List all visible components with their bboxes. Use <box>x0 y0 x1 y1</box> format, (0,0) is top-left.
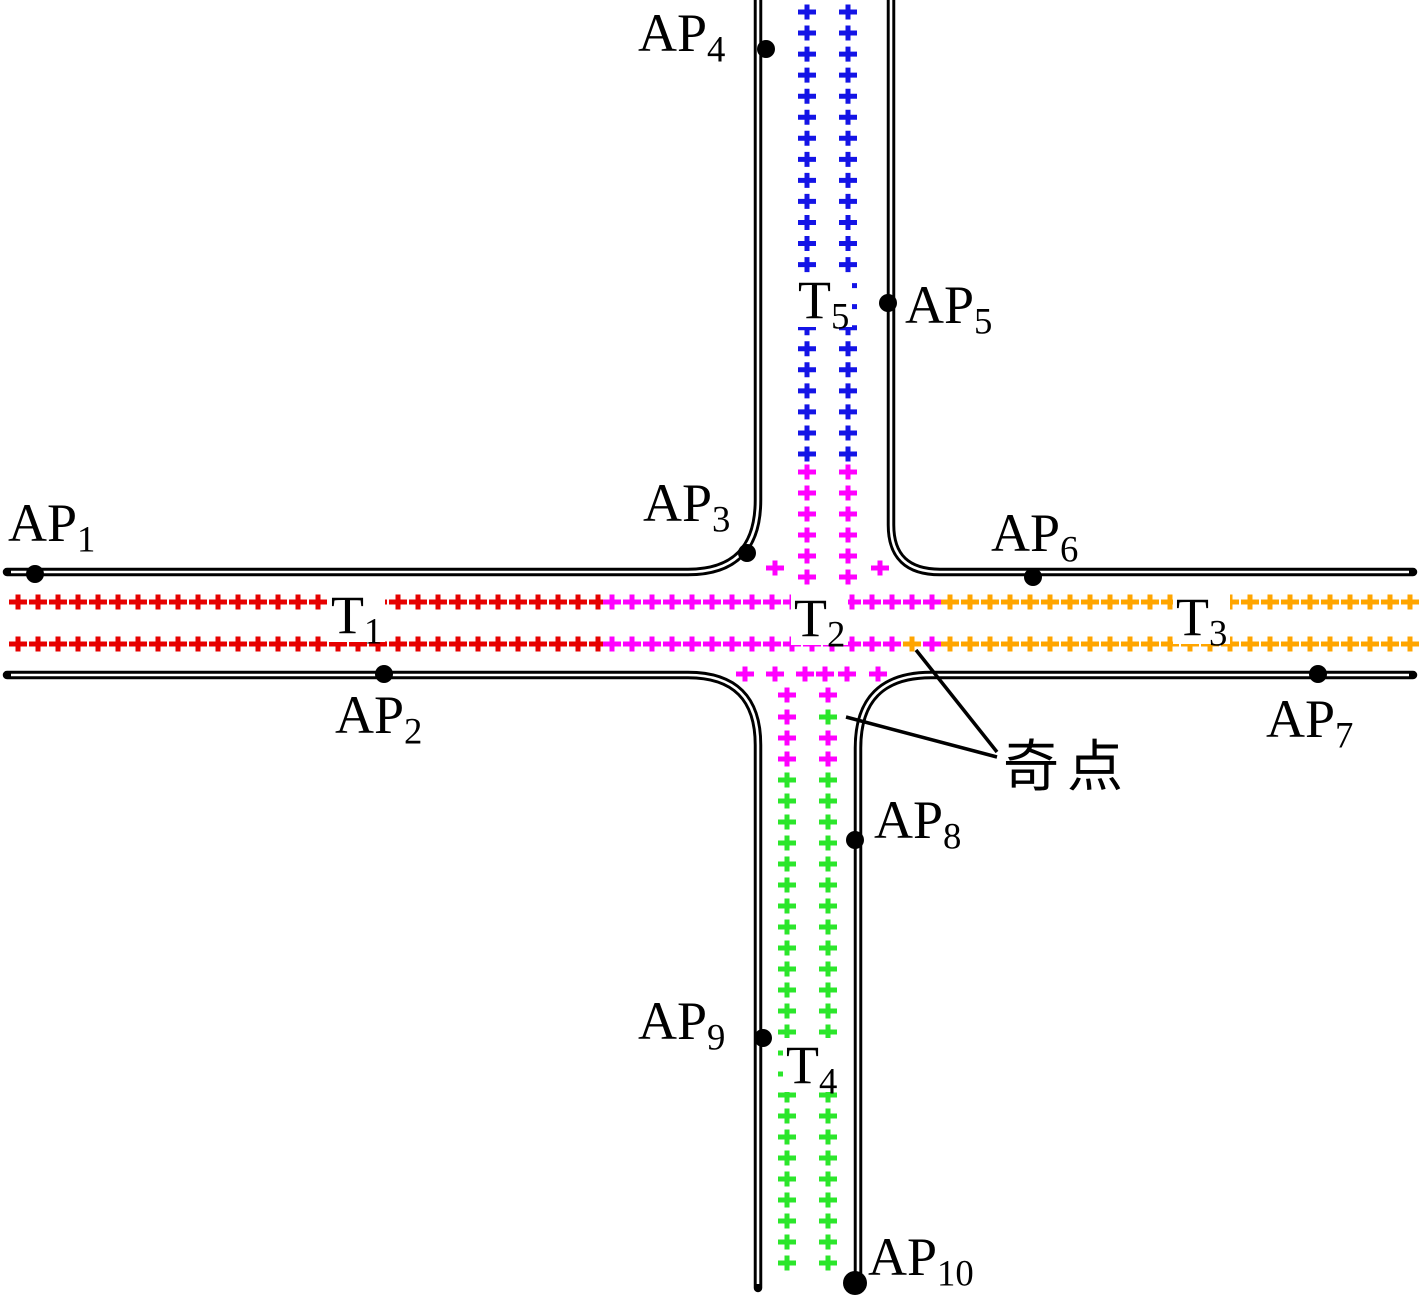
t2-lower-row <box>603 636 901 652</box>
ap8-dot <box>846 831 864 849</box>
t1-lower-row <box>9 636 607 652</box>
label-ap2: AP2 <box>335 685 422 749</box>
label-ap3-text: AP <box>643 473 713 533</box>
road-core-top-right <box>889 0 1409 574</box>
label-t4: T4 <box>783 1035 841 1099</box>
trajectory-markers <box>9 4 1419 1271</box>
label-t2-text: T <box>794 588 827 648</box>
ap10-dot <box>843 1271 867 1295</box>
label-ap10-text: AP <box>868 1227 938 1287</box>
road-edge-bottom-right <box>853 670 1418 1288</box>
t1-upper-row <box>9 594 607 610</box>
label-ap1-sub: 1 <box>77 518 96 560</box>
label-singular-point-text: 奇点 <box>1003 737 1131 799</box>
ap9-dot <box>754 1029 772 1047</box>
access-point-dots <box>26 40 1327 1295</box>
label-t1-text: T <box>331 585 364 645</box>
label-ap9: AP9 <box>638 991 725 1055</box>
singular-pointer-line-2 <box>845 715 998 759</box>
t2-left-column-top <box>798 464 816 585</box>
label-ap8: AP8 <box>874 790 961 854</box>
label-ap8-sub: 8 <box>943 815 962 857</box>
label-ap7-text: AP <box>1266 689 1336 749</box>
t5-right-column <box>839 4 857 462</box>
label-t3: T3 <box>1173 587 1231 651</box>
label-ap2-text: AP <box>335 685 405 745</box>
t5-left-column <box>798 4 816 462</box>
label-ap2-sub: 2 <box>404 710 423 752</box>
singular-pointer-line-1 <box>914 648 999 754</box>
road-edge-bottom-left <box>2 670 763 1293</box>
label-t2: T2 <box>791 588 849 652</box>
t2-intersection-top <box>766 560 889 576</box>
label-t3-text: T <box>1176 587 1209 647</box>
label-t1-sub: 1 <box>364 610 383 652</box>
label-ap9-text: AP <box>638 991 708 1051</box>
label-ap5: AP5 <box>905 275 992 339</box>
label-ap10: AP10 <box>868 1227 974 1291</box>
label-ap7-sub: 7 <box>1335 714 1354 756</box>
ap5-dot <box>879 294 897 312</box>
label-t4-text: T <box>786 1035 819 1095</box>
t4-left-column <box>778 772 796 1271</box>
label-ap3-sub: 3 <box>712 498 731 540</box>
t2-intersection-bottom-row <box>736 666 887 682</box>
road-core-bottom-right <box>856 673 1409 1279</box>
label-t2-sub: 2 <box>827 613 846 655</box>
label-ap9-sub: 9 <box>707 1016 726 1058</box>
t2-right-column-top <box>839 464 857 585</box>
ap2-dot <box>375 665 393 683</box>
ap7-dot <box>1309 665 1327 683</box>
label-ap1: AP1 <box>8 493 95 557</box>
label-ap3: AP3 <box>643 473 730 537</box>
ap1-dot <box>26 565 44 583</box>
t2-right-column-bottom <box>819 687 837 767</box>
t2-lower-row-extra <box>923 636 941 652</box>
t4-right-column <box>819 772 837 1271</box>
annotation-pointer-lines <box>845 648 999 759</box>
label-singular-point: 奇点 <box>1003 740 1131 796</box>
label-t5-text: T <box>798 270 831 330</box>
label-t1: T1 <box>328 585 386 649</box>
label-t3-sub: 3 <box>1209 612 1228 654</box>
ap3-dot <box>738 544 756 562</box>
label-ap6: AP6 <box>991 503 1078 567</box>
label-ap10-sub: 10 <box>937 1252 974 1294</box>
label-ap7: AP7 <box>1266 689 1353 753</box>
label-ap1-text: AP <box>8 493 78 553</box>
label-ap5-text: AP <box>905 275 975 335</box>
label-ap4-sub: 4 <box>707 28 726 70</box>
label-t5: T5 <box>795 270 853 334</box>
road-core-bottom-left <box>11 673 760 1284</box>
t2-left-column-bottom <box>778 687 796 767</box>
label-ap4-text: AP <box>638 3 708 63</box>
ap6-dot <box>1024 568 1042 586</box>
singular-point-orange <box>903 636 921 652</box>
label-t5-sub: 5 <box>831 295 850 337</box>
label-t4-sub: 4 <box>819 1060 838 1102</box>
label-ap8-text: AP <box>874 790 944 850</box>
label-ap4: AP4 <box>638 3 725 67</box>
t3-lower-row <box>941 636 1419 652</box>
ap4-dot <box>757 40 775 58</box>
label-ap6-text: AP <box>991 503 1061 563</box>
t2-upper-row <box>603 594 941 610</box>
singular-point-green <box>819 709 837 725</box>
label-ap5-sub: 5 <box>974 300 993 342</box>
label-ap6-sub: 6 <box>1060 528 1079 570</box>
